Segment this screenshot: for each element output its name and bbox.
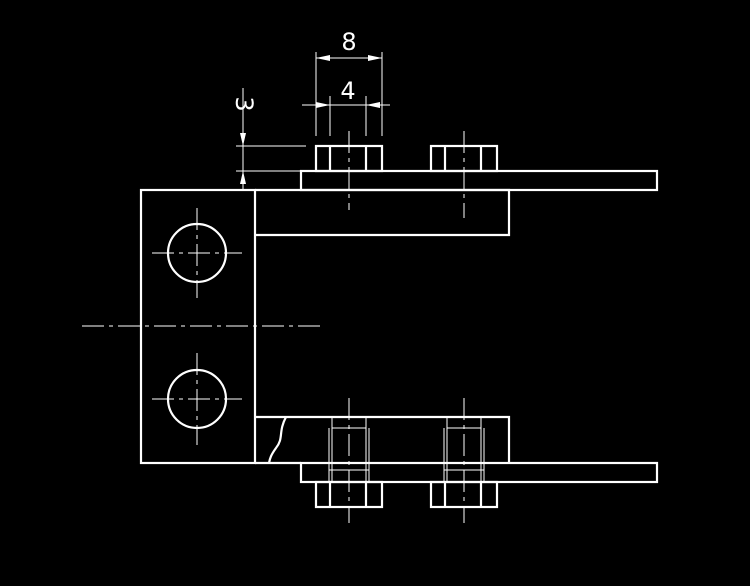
- lower-hole: [152, 353, 242, 445]
- upper-hole: [152, 208, 242, 298]
- dimension-4: 4: [302, 77, 390, 136]
- top-bolt-left: [314, 131, 384, 210]
- dimension-4-label: 4: [340, 77, 355, 105]
- dimension-3-label: 3: [230, 96, 258, 111]
- dimension-8-label: 8: [341, 28, 356, 56]
- top-bolt-right: [429, 131, 499, 218]
- bottom-bolt-right: [429, 398, 499, 523]
- lower-bar: [255, 415, 659, 484]
- upper-bar: [255, 169, 659, 237]
- dimension-8: 8: [315, 28, 383, 136]
- bottom-bolt-left: [314, 398, 384, 523]
- dimension-3: 3: [230, 88, 306, 190]
